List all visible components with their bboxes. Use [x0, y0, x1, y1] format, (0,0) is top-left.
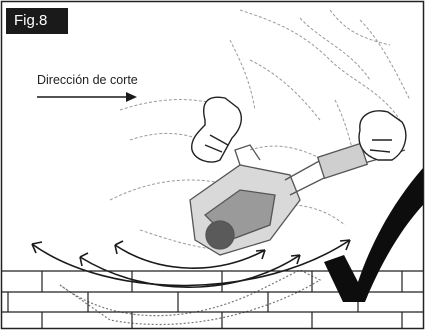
- arrow-right-icon: [37, 92, 137, 102]
- left-hand-sketch: [190, 96, 242, 163]
- checkmark-icon: [324, 168, 423, 302]
- right-hand-sketch: [358, 110, 407, 161]
- cutting-direction-text: Dirección de corte: [37, 73, 138, 87]
- figure-label: Fig.8: [6, 8, 68, 34]
- sweep-arrows: [31, 239, 351, 288]
- guide-bar-sketch: [59, 269, 322, 326]
- tree-sketch: [109, 9, 411, 251]
